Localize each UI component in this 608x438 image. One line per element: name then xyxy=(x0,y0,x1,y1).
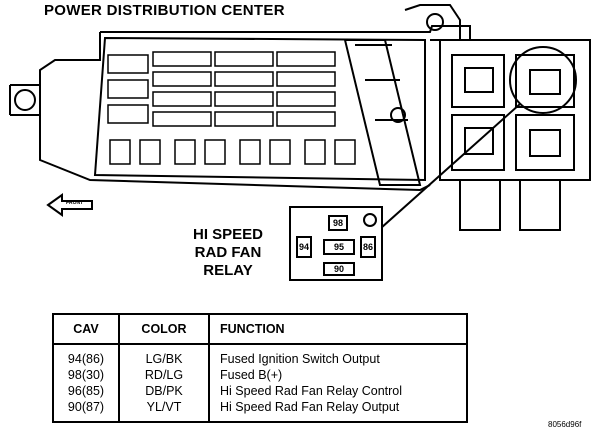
color-cell: LG/BK xyxy=(118,344,210,367)
table-row: 94(86) LG/BK Fused Ignition Switch Outpu… xyxy=(52,344,468,367)
cav-cell: 94(86) xyxy=(52,344,120,367)
relay-title-line: RAD FAN xyxy=(194,244,262,261)
relay-pin-98: 98 xyxy=(328,215,348,231)
cav-cell: 90(87) xyxy=(52,399,120,423)
relay-pin-94: 94 xyxy=(296,236,312,258)
header-cav: CAV xyxy=(52,313,120,345)
function-cell: Hi Speed Rad Fan Relay Output xyxy=(208,399,468,423)
function-cell: Hi Speed Rad Fan Relay Control xyxy=(208,383,468,399)
relay-title: HI SPEED RAD FAN RELAY xyxy=(178,226,278,280)
cav-cell: 96(85) xyxy=(52,383,120,399)
relay-pin-90: 90 xyxy=(323,262,355,276)
page-title: POWER DISTRIBUTION CENTER xyxy=(44,2,285,19)
header-color: COLOR xyxy=(118,313,210,345)
front-label: FRONT xyxy=(66,200,84,206)
relay-pin-95: 95 xyxy=(323,239,355,255)
table-row: 98(30) RD/LG Fused B(+) xyxy=(52,367,468,383)
header-function: FUNCTION xyxy=(208,313,468,345)
table-row: 96(85) DB/PK Hi Speed Rad Fan Relay Cont… xyxy=(52,383,468,399)
cav-cell: 98(30) xyxy=(52,367,120,383)
relay-pin-86: 86 xyxy=(360,236,376,258)
table-row: 90(87) YL/VT Hi Speed Rad Fan Relay Outp… xyxy=(52,399,468,423)
table-header-row: CAV COLOR FUNCTION xyxy=(52,313,468,345)
relay-title-line: HI SPEED xyxy=(192,226,264,243)
function-cell: Fused Ignition Switch Output xyxy=(208,344,468,367)
figure-id: 8056d96f xyxy=(548,420,582,429)
relay-title-line: RELAY xyxy=(203,262,253,279)
color-cell: RD/LG xyxy=(118,367,210,383)
function-cell: Fused B(+) xyxy=(208,367,468,383)
cav-table: CAV COLOR FUNCTION 94(86) LG/BK Fused Ig… xyxy=(52,313,468,423)
color-cell: DB/PK xyxy=(118,383,210,399)
color-cell: YL/VT xyxy=(118,399,210,423)
